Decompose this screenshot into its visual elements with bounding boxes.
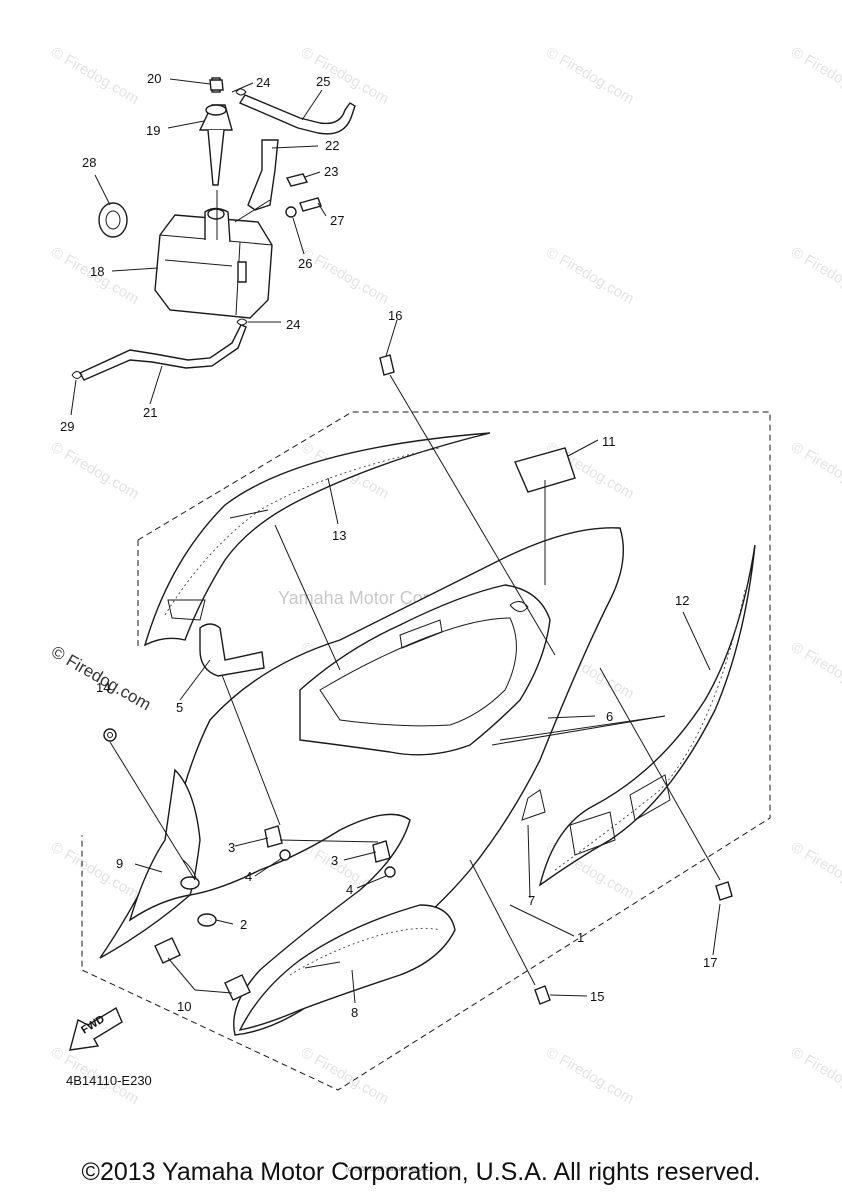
clip-17	[715, 881, 733, 901]
bolt-27	[299, 197, 322, 212]
watermark: © Firedog.com	[788, 244, 842, 308]
callout-3: 3	[331, 853, 338, 868]
oil-tank	[154, 214, 273, 319]
watermark: © Firedog.com	[298, 44, 392, 108]
callout-18: 18	[90, 264, 104, 279]
watermark: © Firedog.com	[298, 1044, 392, 1108]
oil-hose	[79, 324, 247, 381]
callout-8: 8	[351, 1005, 358, 1020]
callout-20: 20	[147, 71, 161, 86]
grommet-3	[372, 840, 391, 863]
callout-29: 29	[60, 419, 74, 434]
callout-11: 11	[602, 434, 616, 449]
callout-28: 28	[82, 155, 96, 170]
watermark: © Firedog.com	[788, 439, 842, 503]
callout-3: 3	[228, 840, 235, 855]
watermark: © Firedog.com	[788, 44, 842, 108]
callout-25: 25	[316, 74, 330, 89]
side-cover-13	[143, 432, 491, 647]
damper-10	[224, 974, 251, 1001]
watermark: © Firedog.com	[48, 439, 142, 503]
breather-hose	[238, 94, 356, 135]
callout-4: 4	[346, 882, 353, 897]
callout-9: 9	[116, 856, 123, 871]
callout-23: 23	[324, 164, 338, 179]
grab-rail	[238, 904, 456, 1031]
collar-4	[384, 866, 396, 878]
callout-13: 13	[332, 528, 346, 543]
watermark: © Firedog.com	[298, 244, 392, 308]
callout-4: 4	[245, 869, 252, 884]
callout-24: 24	[286, 317, 300, 332]
callout-14: 14	[96, 680, 110, 695]
watermark: © Firedog.com	[543, 1044, 637, 1108]
callout-26: 26	[298, 256, 312, 271]
inner-panel-9	[128, 768, 201, 922]
oil-tank-assembly	[71, 77, 395, 381]
watermark: © Firedog.com	[543, 44, 637, 108]
callout-5: 5	[176, 700, 183, 715]
watermark: © Firedog.com	[788, 639, 842, 703]
damper-2	[197, 913, 217, 927]
callout-19: 19	[146, 123, 160, 138]
tank-bracket	[247, 139, 279, 211]
callout-21: 21	[143, 405, 157, 420]
callout-17: 17	[703, 955, 717, 970]
callout-15: 15	[590, 989, 604, 1004]
callout-1: 1	[577, 930, 584, 945]
bolt-16	[379, 354, 395, 376]
callouts: 20 24 25 19 22 28 23 27 18 26 24 16 29 2…	[60, 71, 717, 1020]
callout-12: 12	[675, 593, 689, 608]
bolt-23	[285, 173, 309, 187]
damper-5	[199, 623, 265, 677]
callout-2: 2	[240, 917, 247, 932]
screw-15	[534, 985, 551, 1005]
callout-7: 7	[528, 893, 535, 908]
callout-27: 27	[330, 213, 344, 228]
side-cover-12	[538, 544, 756, 887]
watermark: © Firedog.com	[48, 44, 142, 108]
damper-10	[154, 937, 181, 964]
drawing-code: 4B14110-E230	[66, 1073, 152, 1088]
grommet-3	[264, 825, 283, 848]
washer-26	[285, 206, 297, 218]
watermark: © Firedog.com	[788, 1044, 842, 1108]
callout-22: 22	[325, 138, 339, 153]
side-watermark: © Firedog.com	[48, 642, 154, 714]
fine-print: (c) 2000-2015 Yamaha Motor Corp., U.S.A.	[346, 1167, 461, 1173]
bracket-7	[521, 789, 546, 821]
fwd-arrow-icon	[69, 1006, 123, 1051]
watermark: © Firedog.com	[543, 244, 637, 308]
leader-lines	[70, 78, 721, 1004]
callout-16: 16	[388, 308, 402, 323]
copyright-footer: ©2013 Yamaha Motor Corporation, U.S.A. A…	[81, 1158, 761, 1186]
watermark: © Firedog.com	[48, 839, 142, 903]
seat-cowl-assembly: FWD	[69, 432, 756, 1051]
callout-10: 10	[177, 999, 191, 1014]
grommet	[98, 202, 128, 238]
callout-6: 6	[606, 709, 613, 724]
seat-opening	[299, 584, 551, 756]
assembly-outline	[81, 411, 771, 1091]
callout-24: 24	[256, 75, 270, 90]
collar-4	[279, 849, 291, 861]
watermark: © Firedog.com	[788, 839, 842, 903]
collar-14	[103, 728, 117, 742]
emblem-11	[514, 447, 576, 493]
